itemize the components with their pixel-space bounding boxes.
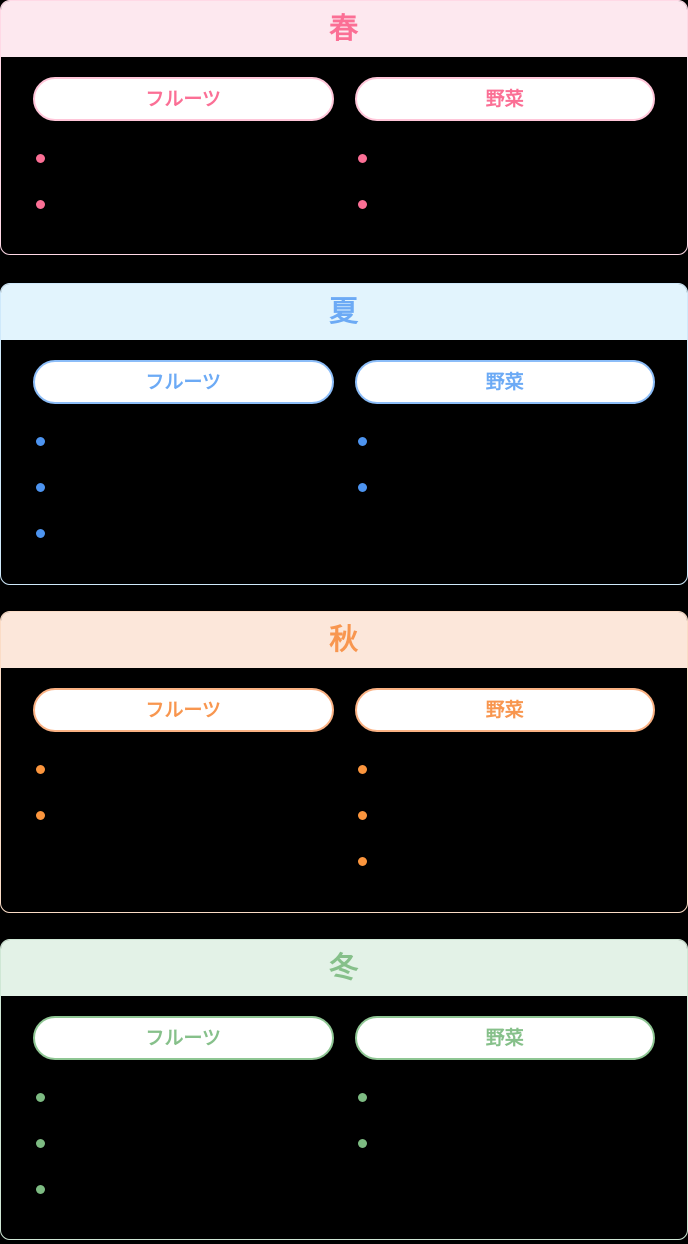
list-item[interactable] [355,181,656,227]
list-item[interactable] [33,135,334,181]
category-pill-label: 野菜 [485,699,524,721]
season-body-summer: フルーツ 野菜 [1,340,687,556]
list-item[interactable] [33,181,334,227]
category-pill-row: フルーツ 野菜 [1,996,687,1060]
category-pill-fruits[interactable]: フルーツ [33,1016,334,1060]
bullet-icon [357,856,367,866]
bullet-icon [36,1184,45,1194]
bullet-icon [36,436,45,446]
season-header-winter: 冬 [1,940,687,996]
bullet-icon [357,482,367,492]
bullet-icon [36,810,45,820]
category-columns [1,1060,687,1212]
bullet-icon [36,1138,45,1148]
category-pill-label: 野菜 [485,1027,524,1049]
list-item[interactable] [33,1074,334,1120]
list-item[interactable] [355,792,656,838]
list-item[interactable] [355,746,656,792]
category-pill-label: 野菜 [485,371,524,393]
category-pill-label: フルーツ [145,371,222,393]
category-pill-vegetables[interactable]: 野菜 [354,1016,655,1060]
category-pill-fruits[interactable]: フルーツ [33,360,334,404]
category-pill-row: フルーツ 野菜 [1,340,687,404]
season-title: 春 [329,12,359,45]
category-pill-vegetables[interactable]: 野菜 [354,77,655,121]
bullet-icon [357,153,367,163]
category-column-fruits [33,1074,334,1212]
category-pill-vegetables[interactable]: 野菜 [354,360,655,404]
bullet-icon [36,153,45,163]
category-pill-label: 野菜 [485,88,524,110]
category-column-vegetables [355,746,656,884]
list-item[interactable] [355,838,656,884]
season-title: 夏 [329,295,359,328]
list-item[interactable] [33,1166,334,1212]
bullet-icon [36,528,45,538]
bullet-icon [357,764,367,774]
bullet-icon [357,1138,367,1148]
list-item[interactable] [33,510,334,556]
list-item[interactable] [355,418,656,464]
bullet-icon [36,482,45,492]
list-item[interactable] [33,1120,334,1166]
season-card-spring: 春 フルーツ 野菜 [0,0,688,255]
category-pill-vegetables[interactable]: 野菜 [354,688,655,732]
category-pill-fruits[interactable]: フルーツ [33,688,334,732]
season-card-summer: 夏 フルーツ 野菜 [0,283,688,585]
bullet-icon [36,199,45,209]
category-columns [1,732,687,884]
list-item[interactable] [33,418,334,464]
list-item[interactable] [33,746,334,792]
season-header-autumn: 秋 [1,612,687,668]
bullet-icon [357,436,367,446]
season-header-summer: 夏 [1,284,687,340]
category-column-vegetables [355,135,656,227]
category-pill-label: フルーツ [145,88,222,110]
season-body-winter: フルーツ 野菜 [1,996,687,1212]
category-column-fruits [33,746,334,884]
bullet-icon [357,1092,367,1102]
season-card-autumn: 秋 フルーツ 野菜 [0,611,688,913]
bullet-icon [36,1092,45,1102]
category-pill-label: フルーツ [145,699,222,721]
category-column-fruits [33,418,334,556]
category-pill-fruits[interactable]: フルーツ [33,77,334,121]
bullet-icon [36,764,45,774]
category-column-vegetables [355,1074,656,1212]
category-columns [1,404,687,556]
category-pill-row: フルーツ 野菜 [1,57,687,121]
bullet-icon [357,199,367,209]
season-body-spring: フルーツ 野菜 [1,57,687,227]
list-item[interactable] [355,135,656,181]
category-column-vegetables [355,418,656,556]
list-item[interactable] [355,1074,656,1120]
season-title: 秋 [329,623,359,656]
list-item[interactable] [355,464,656,510]
category-column-fruits [33,135,334,227]
list-item[interactable] [33,464,334,510]
category-pill-label: フルーツ [145,1027,222,1049]
season-card-winter: 冬 フルーツ 野菜 [0,939,688,1240]
category-columns [1,121,687,227]
bullet-icon [357,810,367,820]
category-pill-row: フルーツ 野菜 [1,668,687,732]
season-header-spring: 春 [1,1,687,57]
season-body-autumn: フルーツ 野菜 [1,668,687,884]
list-item[interactable] [355,1120,656,1166]
season-title: 冬 [329,951,359,984]
list-item[interactable] [33,792,334,838]
